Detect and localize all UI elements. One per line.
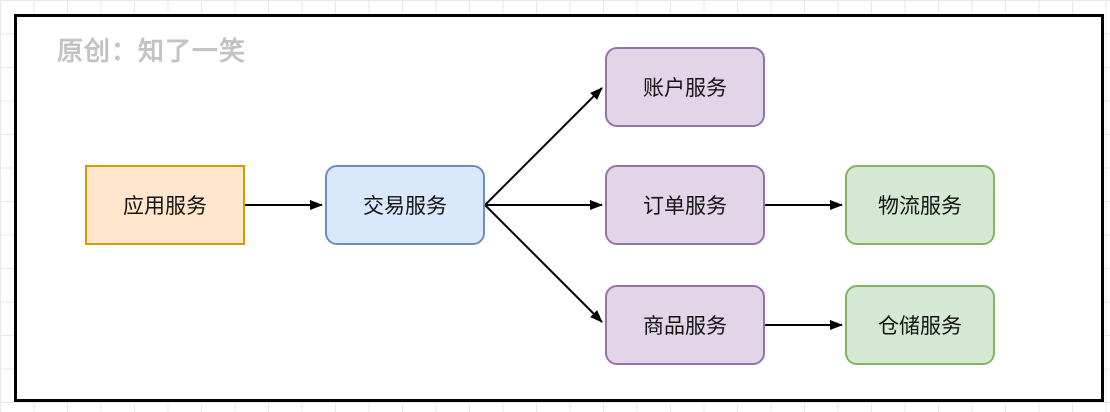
node-account-service: 账户服务 (605, 47, 765, 127)
node-application-service: 应用服务 (85, 165, 245, 245)
node-label: 商品服务 (643, 315, 727, 338)
node-label: 账户服务 (643, 77, 727, 100)
node-label: 交易服务 (363, 195, 447, 218)
node-product-service: 商品服务 (605, 285, 765, 365)
node-label: 订单服务 (643, 195, 727, 218)
node-warehouse-service: 仓储服务 (845, 285, 995, 365)
node-label: 物流服务 (878, 195, 962, 218)
node-trade-service: 交易服务 (325, 165, 485, 245)
node-order-service: 订单服务 (605, 165, 765, 245)
node-logistics-service: 物流服务 (845, 165, 995, 245)
node-label: 应用服务 (123, 195, 207, 218)
node-label: 仓储服务 (878, 315, 962, 338)
watermark-text: 原创：知了一笑 (57, 36, 247, 66)
